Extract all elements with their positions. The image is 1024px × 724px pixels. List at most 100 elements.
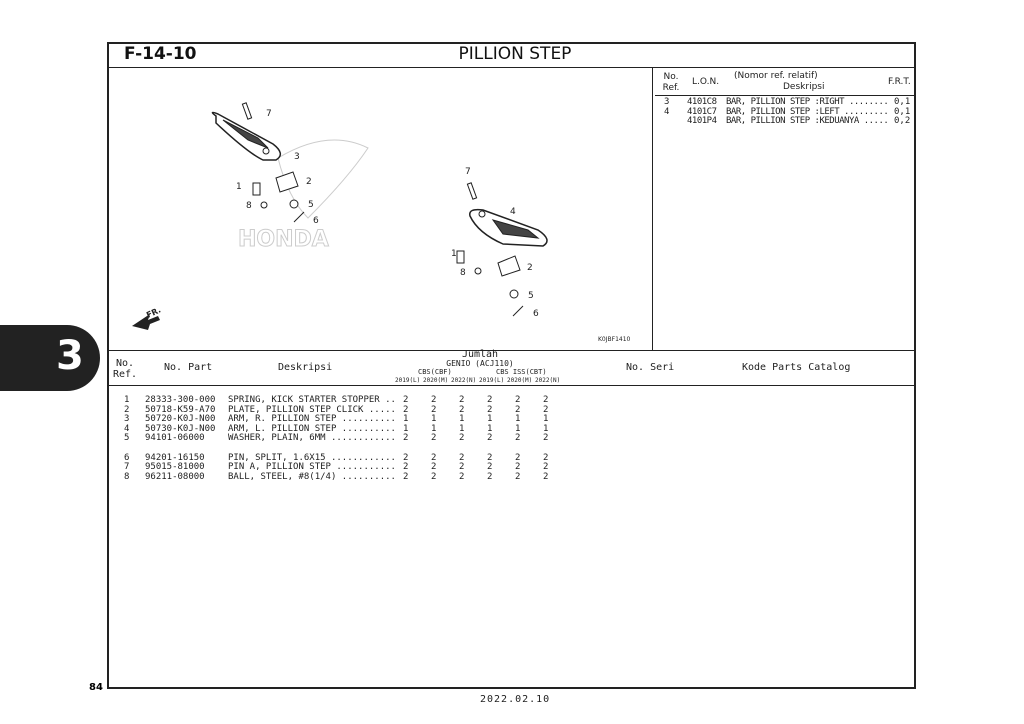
year-header: 2022(N) [451,377,477,384]
svg-text:8: 8 [246,201,252,211]
part-row-qty: 2 [543,404,549,415]
left-pillion-step-arm [469,208,548,247]
ref-row-desc: BAR, PILLION STEP :KEDUANYA ..... [726,116,889,126]
page-title: PILLION STEP [458,44,572,64]
ref-row-desc: BAR, PILLION STEP :LEFT ......... [726,106,889,117]
ref-row-frt: 0,1 [894,97,911,107]
ref-row-ref: 3 [664,97,670,107]
year-header: 2020(M) [423,377,449,384]
part-row-qty: 1 [431,414,437,424]
svg-text:2: 2 [527,263,533,273]
part-row-qty: 2 [515,452,521,463]
ref-row-lon: 4101C7 [687,106,717,117]
part-row-ref: 3 [124,414,130,424]
ref-header-frt: F.R.T. [888,77,911,87]
part-row-qty: 1 [515,423,521,434]
part-row-qty: 2 [515,395,521,405]
parts-diagram: HONDA 7 3 2 1 8 5 6 7 4 1 8 2 5 6 FR. K0… [132,102,631,343]
parts-header-part: No. Part [164,362,213,373]
part-row-number: 95015-81000 [145,462,205,472]
part-row-qty: 2 [487,395,493,405]
ref-header-no: No. Ref. [662,72,680,93]
page-frame [107,42,916,689]
parts-header-no-seri: No. Seri [626,362,675,373]
svg-text:6: 6 [533,309,539,319]
svg-text:5: 5 [528,291,534,301]
part-row-qty: 2 [515,404,521,415]
year-header: 2019(L) [479,377,505,384]
part-row-qty: 2 [515,433,521,443]
part-row-qty: 1 [543,423,549,434]
part-row-qty: 2 [487,471,493,482]
part-row-desc: SPRING, KICK STARTER STOPPER .. [228,395,396,405]
parts-header-catalog: Kode Parts Catalog [742,362,851,373]
ref-row-lon: 4101C8 [687,97,717,107]
ref-header-desc: Deskripsi [783,82,825,92]
part-row-number: 28333-300-000 [145,395,216,405]
svg-text:HONDA: HONDA [238,227,329,252]
part-row-qty: 1 [403,414,409,424]
part-row-qty: 2 [403,433,409,443]
svg-text:4: 4 [510,207,516,217]
part-row-ref: 1 [124,395,130,405]
svg-text:8: 8 [460,268,466,278]
part-row-qty: 1 [487,423,493,434]
ref-header-desc-top: (Nomor ref. relatif) [734,71,818,81]
part-row-qty: 2 [515,462,521,472]
part-row-qty: 2 [431,462,437,472]
part-row-desc: PIN A, PILLION STEP ........... [228,462,396,472]
part-row-qty: 2 [487,433,493,443]
part-row-number: 50730-K0J-N00 [145,423,216,434]
part-row-qty: 2 [487,404,493,415]
svg-text:6: 6 [313,216,319,226]
front-label: FR. [145,305,162,319]
ref-row-desc: BAR, PILLION STEP :RIGHT ........ [726,97,889,107]
figure-code: K0JBF1410 [598,336,631,343]
part-row-number: 50718-K59-A70 [145,404,216,415]
part-row-qty: 1 [543,414,549,424]
chapter-tab: 3 [0,325,100,391]
part-row-qty: 2 [459,452,465,463]
year-header: 2020(M) [507,377,533,384]
part-row-qty: 2 [487,462,493,472]
part-row-qty: 1 [459,423,465,434]
part-row-qty: 2 [431,395,437,405]
part-row-ref: 2 [124,404,130,415]
part-row-qty: 2 [403,462,409,472]
svg-text:5: 5 [308,200,314,210]
part-row-ref: 5 [124,433,130,443]
section-code: F-14-10 [124,44,197,64]
part-row-qty: 1 [459,414,465,424]
part-row-qty: 2 [543,395,549,405]
part-row-qty: 1 [431,423,437,434]
part-row-qty: 2 [543,433,549,443]
part-row-number: 96211-08000 [145,471,205,482]
part-row-qty: 2 [543,452,549,463]
part-row-qty: 2 [543,462,549,472]
year-header: 2022(N) [535,377,561,384]
part-row-qty: 2 [459,471,465,482]
part-row-qty: 2 [403,395,409,405]
part-row-desc: BALL, STEEL, #8(1/4) .......... [228,471,396,482]
svg-text:7: 7 [266,109,272,119]
print-date: 2022.02.10 [480,694,551,705]
part-row-number: 50720-K0J-N00 [145,414,216,424]
svg-text:1: 1 [236,182,242,192]
svg-text:1: 1 [451,249,457,259]
part-row-qty: 2 [543,471,549,482]
part-row-qty: 2 [431,471,437,482]
part-row-qty: 2 [515,471,521,482]
right-pillion-step-arm [211,111,282,161]
part-row-qty: 1 [487,414,493,424]
parts-header-no: No. Ref. [113,358,138,380]
part-row-ref: 7 [124,462,130,472]
part-row-desc: WASHER, PLAIN, 6MM ............ [228,433,396,443]
part-row-ref: 8 [124,471,130,482]
year-header: 2019(L) [395,377,421,384]
part-row-qty: 2 [487,452,493,463]
svg-text:3: 3 [294,152,300,162]
part-row-ref: 4 [124,423,130,434]
front-arrow [132,314,160,330]
part-row-number: 94201-16150 [145,452,205,463]
part-row-qty: 1 [403,423,409,434]
